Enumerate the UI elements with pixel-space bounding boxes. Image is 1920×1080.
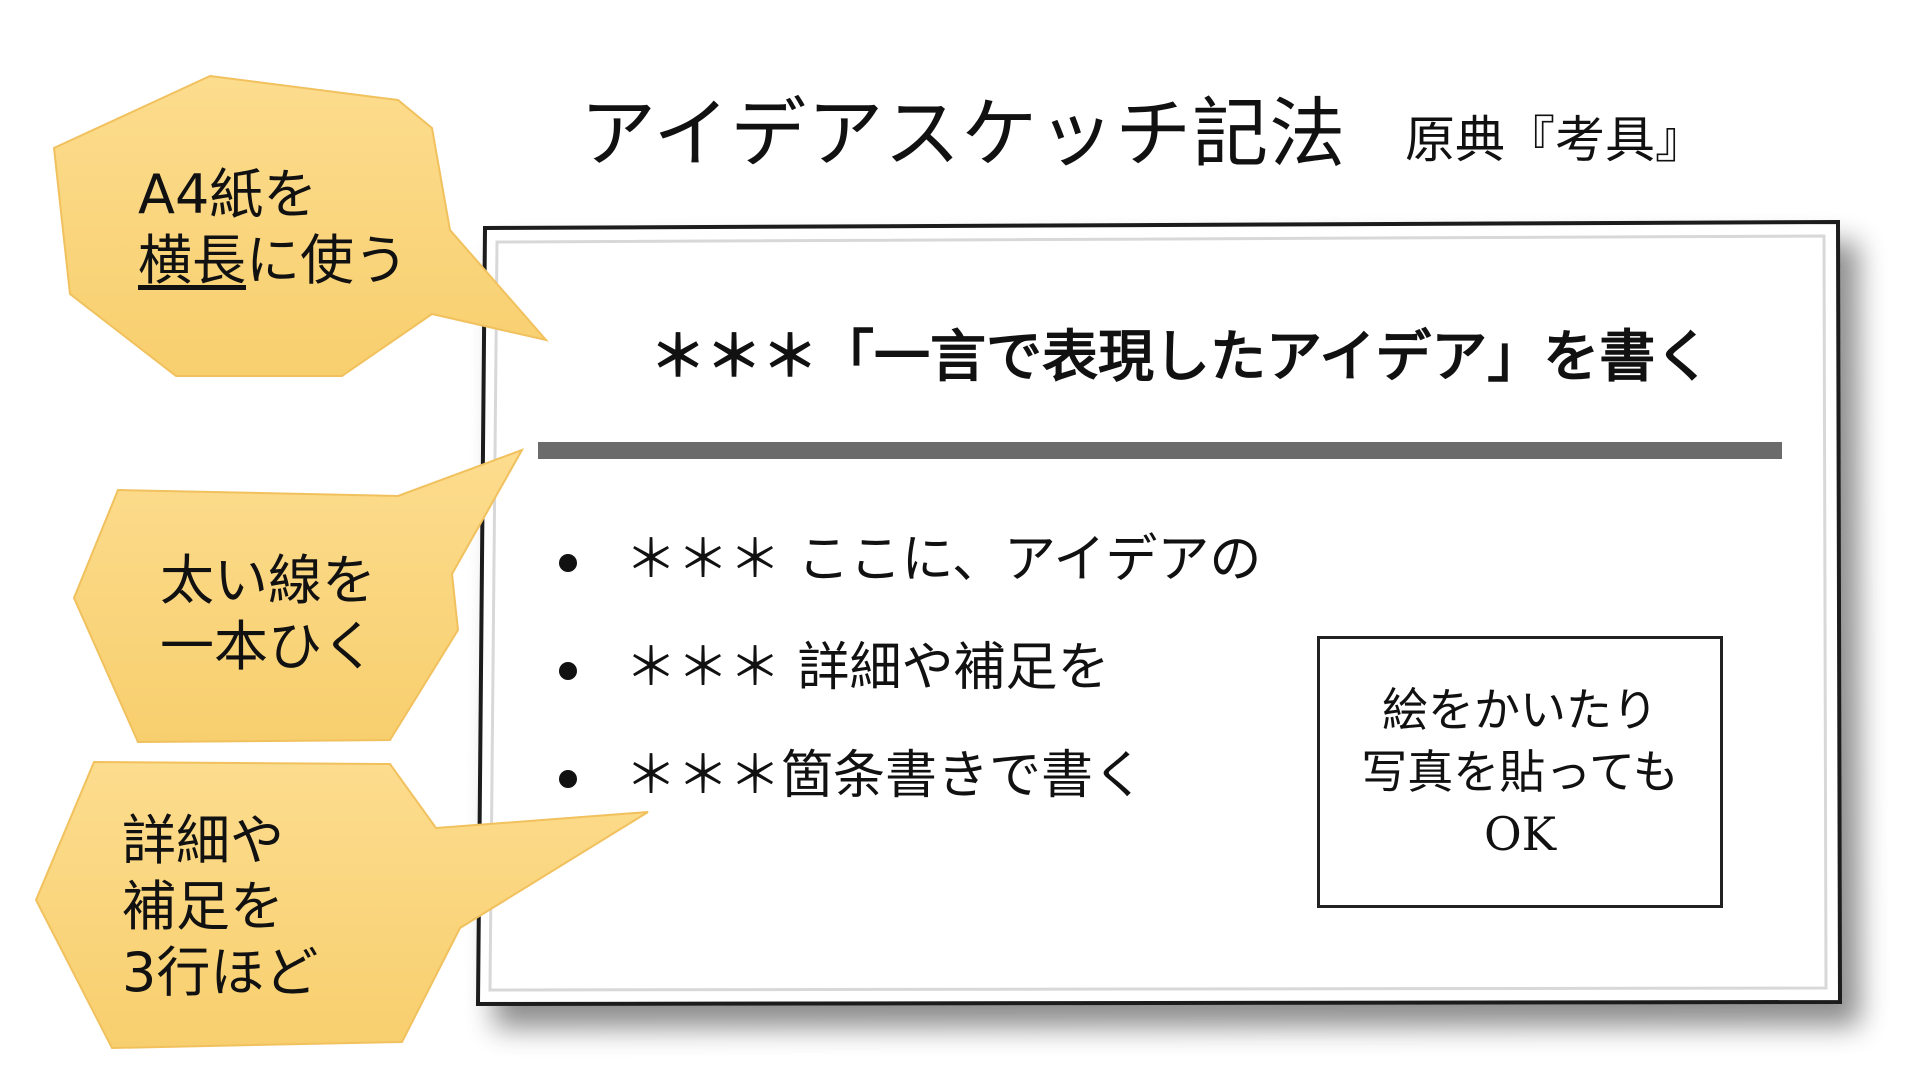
bullet-text: ＊＊＊箇条書きで書く xyxy=(625,746,1146,806)
callout-2-shape xyxy=(72,448,525,744)
callout-line: A4紙を xyxy=(138,163,318,226)
callout-underlined-text: 横長 xyxy=(138,229,246,292)
bullet-item: ＊＊＊ ここに、アイデアの xyxy=(555,520,1261,628)
photo-box-line: 写真を貼っても xyxy=(1361,745,1679,799)
bullet-text: ＊＊＊ ここに、アイデアの xyxy=(625,530,1262,590)
bullet-item: ＊＊＊ 詳細や補足を xyxy=(555,628,1261,736)
bullet-dot-icon xyxy=(559,770,577,788)
callout-1-shape xyxy=(52,74,549,377)
callout-line: 一本ひく xyxy=(160,615,376,678)
bullet-item: ＊＊＊箇条書きで書く xyxy=(555,736,1261,844)
photo-box-line: OK xyxy=(1483,807,1557,861)
bullet-dot-icon xyxy=(559,662,577,680)
callout-line-rest: に使う xyxy=(246,229,408,292)
bullet-text: ＊＊＊ 詳細や補足を xyxy=(625,638,1110,698)
bullet-list: ＊＊＊ ここに、アイデアの ＊＊＊ 詳細や補足を ＊＊＊箇条書きで書く xyxy=(555,520,1261,844)
page-title: アイデアスケッチ記法 xyxy=(580,89,1347,178)
callout-3-shape xyxy=(34,760,649,1050)
photo-placeholder-box: 絵をかいたり 写真を貼っても OK xyxy=(1317,636,1723,908)
callout-line: 横長に使う xyxy=(138,228,408,294)
page-subtitle: 原典『考具』 xyxy=(1405,111,1705,169)
callout-1-text: A4紙を 横長に使う xyxy=(138,162,408,294)
callout-line: 詳細や xyxy=(122,809,284,872)
callout-3-text: 詳細や 補足を 3行ほど xyxy=(122,808,318,1006)
callout-line: 太い線を xyxy=(160,549,376,612)
thick-rule xyxy=(538,442,1782,459)
photo-box-line: 絵をかいたり xyxy=(1382,683,1658,737)
callout-line: 補足を xyxy=(122,875,284,938)
callout-line: 3行ほど xyxy=(122,941,319,1004)
callout-2-text: 太い線を 一本ひく xyxy=(160,548,376,680)
bullet-dot-icon xyxy=(559,554,577,572)
sheet-headline: ＊＊＊「一言で表現したアイデア」を書く xyxy=(650,325,1712,390)
